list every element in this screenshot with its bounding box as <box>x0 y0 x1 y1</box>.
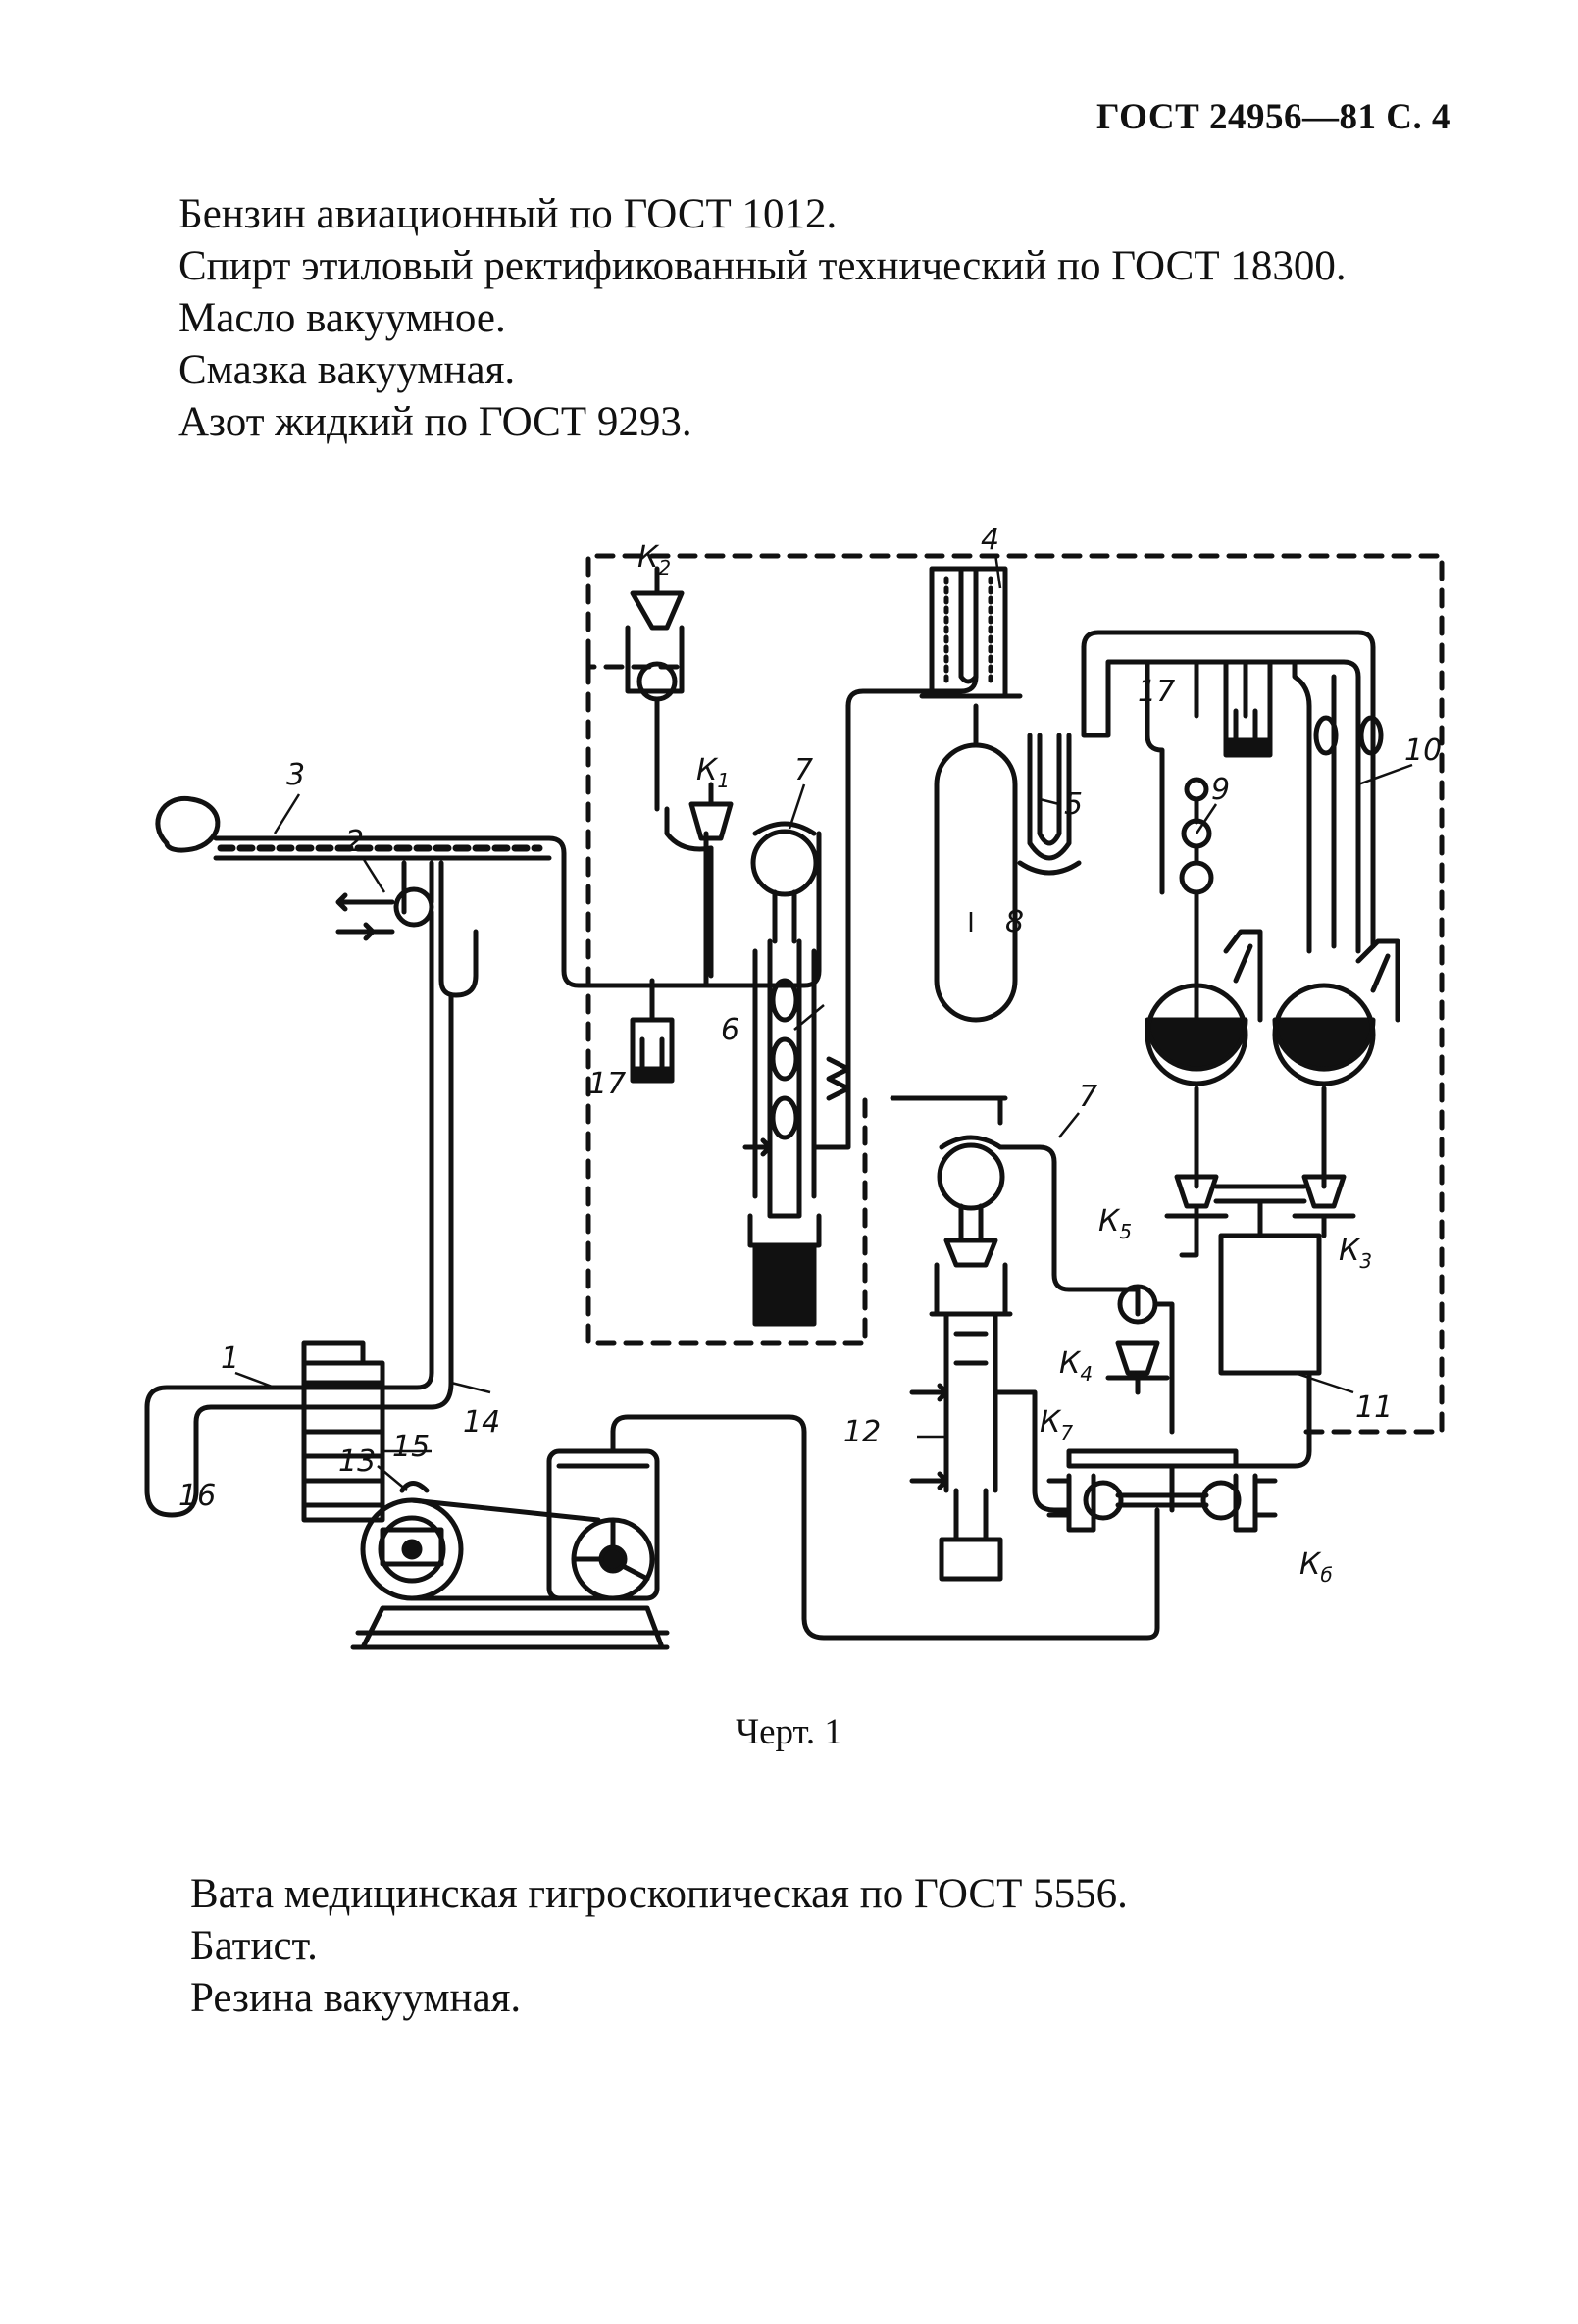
label-k4: К4 <box>1059 1346 1093 1386</box>
manifold-upper <box>1081 630 1376 954</box>
materials-list-top: Бензин авиационный по ГОСТ 1012. Спирт э… <box>178 188 1347 448</box>
label-7-lower: 7 <box>1079 1080 1097 1114</box>
label-k7: К7 <box>1040 1405 1073 1444</box>
flask-7-lower <box>890 1095 1008 1268</box>
label-k5: К5 <box>1098 1204 1132 1243</box>
pipeline-lower <box>997 1144 1199 1435</box>
label-14: 14 <box>463 1405 500 1440</box>
label-15: 15 <box>392 1430 430 1464</box>
material-item: Бензин авиационный по ГОСТ 1012. <box>178 191 838 237</box>
apparatus-diagram: 3 2 1 16 15 14 17 6 7 4 5 8 17 9 10 7 11… <box>118 510 1471 1667</box>
material-item: Резина вакуумная. <box>190 1975 522 2021</box>
page-header: ГОСТ 24956—81 С. 4 <box>1096 97 1451 137</box>
label-9: 9 <box>1211 773 1230 807</box>
label-13: 13 <box>338 1444 376 1479</box>
label-k6: Кб <box>1299 1547 1333 1587</box>
label-16: 16 <box>178 1479 216 1513</box>
vessel-8 <box>934 703 1018 1023</box>
column-6 <box>742 703 851 1327</box>
trap-17-left <box>630 978 675 1084</box>
flask-7-upper <box>750 821 819 944</box>
vacuum-pump-13 <box>350 1429 670 1650</box>
materials-list-bottom: Вата медицинская гигроскопическая по ГОС… <box>190 1868 1128 2024</box>
label-1: 1 <box>221 1341 239 1376</box>
label-17-upper: 17 <box>1138 675 1175 709</box>
stopcock-k2 <box>625 566 685 812</box>
label-17-left: 17 <box>588 1067 626 1101</box>
trap-5 <box>1017 733 1082 876</box>
diffusion-pump-12 <box>909 1262 1072 1582</box>
label-7-upper: 7 <box>794 753 813 787</box>
material-item: Масло вакуумное. <box>178 295 506 341</box>
label-11: 11 <box>1355 1390 1393 1425</box>
coil-spring <box>826 654 979 1101</box>
thermostat-enclosure-left <box>585 553 1445 1435</box>
stopcock-k7-k6 <box>610 1414 1278 1641</box>
cold-trap-15 <box>301 1340 385 1523</box>
stopcock-k1 <box>664 782 734 979</box>
material-item: Батист. <box>190 1923 318 1969</box>
material-item: Спирт этиловый ректификованный техническ… <box>178 243 1347 289</box>
label-k1: К1 <box>696 753 730 792</box>
label-5: 5 <box>1064 787 1083 822</box>
vessel-9 <box>1145 713 1263 1189</box>
figure-caption: Черт. 1 <box>736 1712 842 1752</box>
label-8: 8 <box>1005 905 1024 939</box>
stopcock-k5-k3 <box>1164 1174 1356 1238</box>
label-12: 12 <box>843 1415 881 1449</box>
label-2: 2 <box>345 825 364 859</box>
label-k2: К2 <box>637 540 671 580</box>
tank-11 <box>1213 1198 1322 1469</box>
vessel-10 <box>1272 659 1400 1189</box>
label-6: 6 <box>721 1013 739 1047</box>
thermometer-4 <box>919 566 1023 699</box>
material-item: Вата медицинская гигроскопическая по ГОС… <box>190 1871 1128 1917</box>
label-3: 3 <box>286 758 305 792</box>
material-item: Азот жидкий по ГОСТ 9293. <box>178 399 692 445</box>
material-item: Смазка вакуумная. <box>178 347 516 393</box>
label-10: 10 <box>1404 733 1442 768</box>
label-k3: К3 <box>1339 1234 1372 1273</box>
label-4: 4 <box>981 523 999 557</box>
heater-tube-3 <box>155 796 567 866</box>
